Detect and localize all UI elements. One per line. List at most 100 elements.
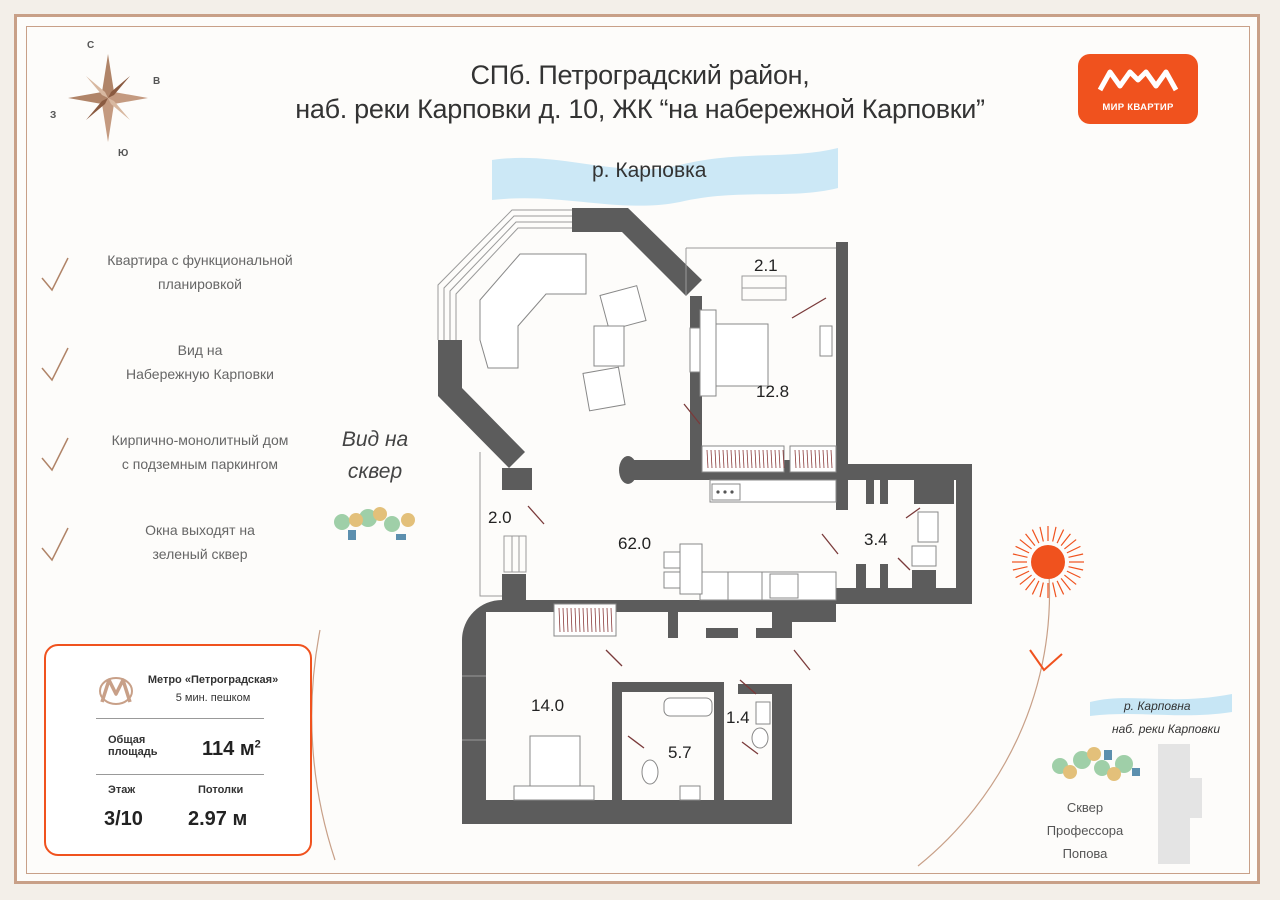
- hatch-line: [710, 449, 713, 469]
- direction-arrow-icon: [1029, 649, 1063, 672]
- compass-west-label: З: [50, 110, 57, 121]
- walls: [438, 208, 972, 824]
- sun-ray: [1012, 553, 1028, 558]
- hatch-line: [766, 449, 769, 469]
- hatch-line: [750, 449, 753, 469]
- check-icon: [41, 347, 69, 382]
- page-title: СПб. Петроградский район, наб. реки Карп…: [230, 58, 1050, 126]
- ceiling-label: Потолки: [198, 784, 244, 796]
- sun-ray: [1019, 539, 1032, 550]
- sun-ray: [1052, 526, 1057, 542]
- title-line-1: СПб. Петроградский район,: [470, 60, 810, 90]
- hatch-line: [566, 607, 569, 633]
- hatch-line: [758, 449, 761, 469]
- sun-ray: [1066, 570, 1081, 579]
- hatch-line: [602, 607, 605, 633]
- sun-ray: [1012, 566, 1028, 571]
- hatch-line: [814, 449, 817, 469]
- hatch-line: [742, 449, 745, 469]
- sun-ray: [1039, 526, 1044, 542]
- sun-ray: [1056, 580, 1065, 595]
- hatch-line: [810, 449, 813, 469]
- hatch-line: [738, 449, 741, 469]
- hatch-line: [818, 449, 821, 469]
- metro-logo-icon: [99, 677, 133, 705]
- hatch-line: [798, 449, 801, 469]
- hatch-line: [830, 449, 833, 469]
- floor-value: 3/10: [104, 808, 143, 830]
- hatch-line: [726, 449, 729, 469]
- hatch-line: [754, 449, 757, 469]
- room-area-bath-1: 3.4: [864, 530, 888, 549]
- sun-ray: [1068, 553, 1084, 558]
- room-area-living: 62.0: [618, 534, 652, 553]
- sun-ray: [1060, 578, 1071, 591]
- sun-ray: [1031, 580, 1040, 595]
- hatch-line: [778, 449, 781, 469]
- hatch-line: [802, 449, 805, 469]
- sun-ray: [1064, 574, 1077, 585]
- hatch-line: [714, 449, 717, 469]
- sun-ray: [1025, 578, 1036, 591]
- logo-mark-icon: [1097, 69, 1179, 92]
- sun-ray: [1064, 539, 1077, 550]
- metro-walk: 5 мин. пешком: [175, 692, 251, 704]
- sun-ray: [1015, 570, 1030, 579]
- sun-icon: [1012, 526, 1084, 598]
- area-value: 114 м2: [202, 738, 261, 760]
- title-line-2: наб. реки Карповки д. 10, ЖК “на набереж…: [295, 94, 985, 124]
- wardrobe-hatch: [558, 449, 833, 633]
- hatch-line: [782, 449, 785, 469]
- sun-ray: [1068, 566, 1084, 571]
- hatch-line: [806, 449, 809, 469]
- sun-ray: [1015, 545, 1030, 554]
- sun-path-arc-right: [917, 559, 1051, 867]
- room-area-balcony-2: 2.0: [488, 508, 512, 527]
- sun-path-arc: [311, 629, 336, 861]
- room-area-bedroom-2: 14.0: [531, 696, 565, 715]
- compass-south-label: Ю: [118, 148, 129, 159]
- logo-text: МИР КВАРТИР: [1102, 102, 1174, 113]
- sun-ray: [1066, 545, 1081, 554]
- furniture: [479, 253, 939, 801]
- hatch-line: [574, 607, 577, 633]
- sun-ray: [1056, 529, 1065, 544]
- hatch-line: [734, 449, 737, 469]
- hatch-line: [770, 449, 773, 469]
- hatch-line: [578, 607, 581, 633]
- hatch-line: [730, 449, 733, 469]
- company-logo: МИР КВАРТИР: [1078, 54, 1198, 124]
- door-lines: [527, 297, 921, 755]
- thin-lines: [437, 209, 836, 741]
- room-area-bath-2: 5.7: [668, 743, 692, 762]
- check-icon: [41, 437, 69, 472]
- sun-ray: [1019, 574, 1032, 585]
- room-area-wc: 1.4: [726, 708, 750, 727]
- compass-east-label: В: [153, 76, 161, 87]
- hatch-line: [794, 449, 797, 469]
- hatch-line: [610, 607, 613, 633]
- hatch-line: [606, 607, 609, 633]
- hatch-line: [570, 607, 573, 633]
- map-river-label: р. Карповна: [1124, 699, 1191, 713]
- hatch-line: [590, 607, 593, 633]
- hatch-line: [586, 607, 589, 633]
- stove-dots: [716, 490, 734, 494]
- compass-icon: [68, 54, 148, 142]
- map-embankment-label: наб. реки Карповки: [1112, 722, 1221, 736]
- check-icon: [41, 257, 69, 292]
- hatch-line: [826, 449, 829, 469]
- hatch-line: [598, 607, 601, 633]
- hatch-line: [746, 449, 749, 469]
- river-band: [492, 148, 838, 206]
- hatch-line: [558, 607, 561, 633]
